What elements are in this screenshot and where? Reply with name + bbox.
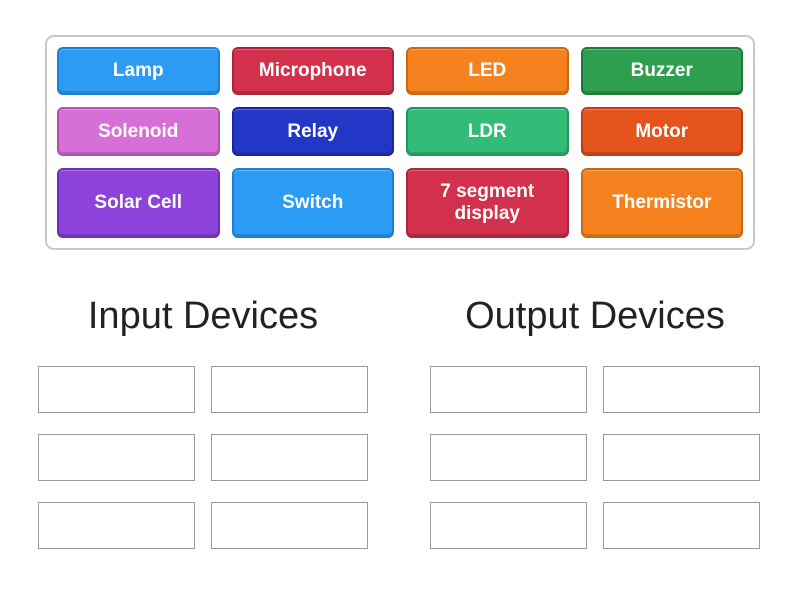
tile-label: Solar Cell [94, 191, 183, 213]
tile-solenoid[interactable]: Solenoid [57, 107, 220, 156]
tile-label: Thermistor [612, 191, 712, 213]
tile-7-segment-display[interactable]: 7 segment display [406, 167, 569, 238]
drop-slot[interactable] [603, 502, 760, 549]
drop-slot[interactable] [38, 434, 195, 481]
tile-label: LDR [467, 120, 507, 142]
group-output-devices: Output Devices [430, 295, 760, 549]
drop-slot[interactable] [211, 366, 368, 413]
tile-motor[interactable]: Motor [580, 107, 743, 156]
tile-switch[interactable]: Switch [231, 167, 394, 238]
drop-slot[interactable] [211, 502, 368, 549]
drop-slot[interactable] [430, 434, 587, 481]
input-slot-grid [38, 366, 368, 549]
drop-slot[interactable] [430, 502, 587, 549]
tile-microphone[interactable]: Microphone [231, 47, 394, 96]
tile-label: Microphone [258, 60, 367, 82]
tile-solar-cell[interactable]: Solar Cell [57, 167, 220, 238]
tile-label: Solenoid [98, 120, 179, 142]
tile-label: Relay [287, 120, 339, 142]
group-title-output: Output Devices [465, 295, 725, 337]
tile-thermistor[interactable]: Thermistor [580, 167, 743, 238]
tile-lamp[interactable]: Lamp [57, 47, 220, 96]
tile-label: LED [468, 60, 507, 82]
tile-label: Motor [635, 120, 689, 142]
tile-relay[interactable]: Relay [231, 107, 394, 156]
tile-buzzer[interactable]: Buzzer [580, 47, 743, 96]
output-slot-grid [430, 366, 760, 549]
tile-ldr[interactable]: LDR [406, 107, 569, 156]
drop-slot[interactable] [38, 502, 195, 549]
group-title-input: Input Devices [87, 295, 319, 337]
drop-slot[interactable] [38, 366, 195, 413]
tile-label: 7 segment display [440, 181, 535, 224]
drop-slot[interactable] [603, 434, 760, 481]
drop-slot[interactable] [211, 434, 368, 481]
tile-led[interactable]: LED [406, 47, 569, 96]
drop-slot[interactable] [603, 366, 760, 413]
group-input-devices: Input Devices [38, 295, 368, 549]
drop-slot[interactable] [430, 366, 587, 413]
tile-tray: Lamp Microphone LED Buzzer Solenoid Rela… [45, 35, 755, 250]
tile-label: Switch [282, 191, 344, 213]
tile-label: Lamp [112, 60, 164, 82]
tile-label: Buzzer [630, 60, 693, 82]
